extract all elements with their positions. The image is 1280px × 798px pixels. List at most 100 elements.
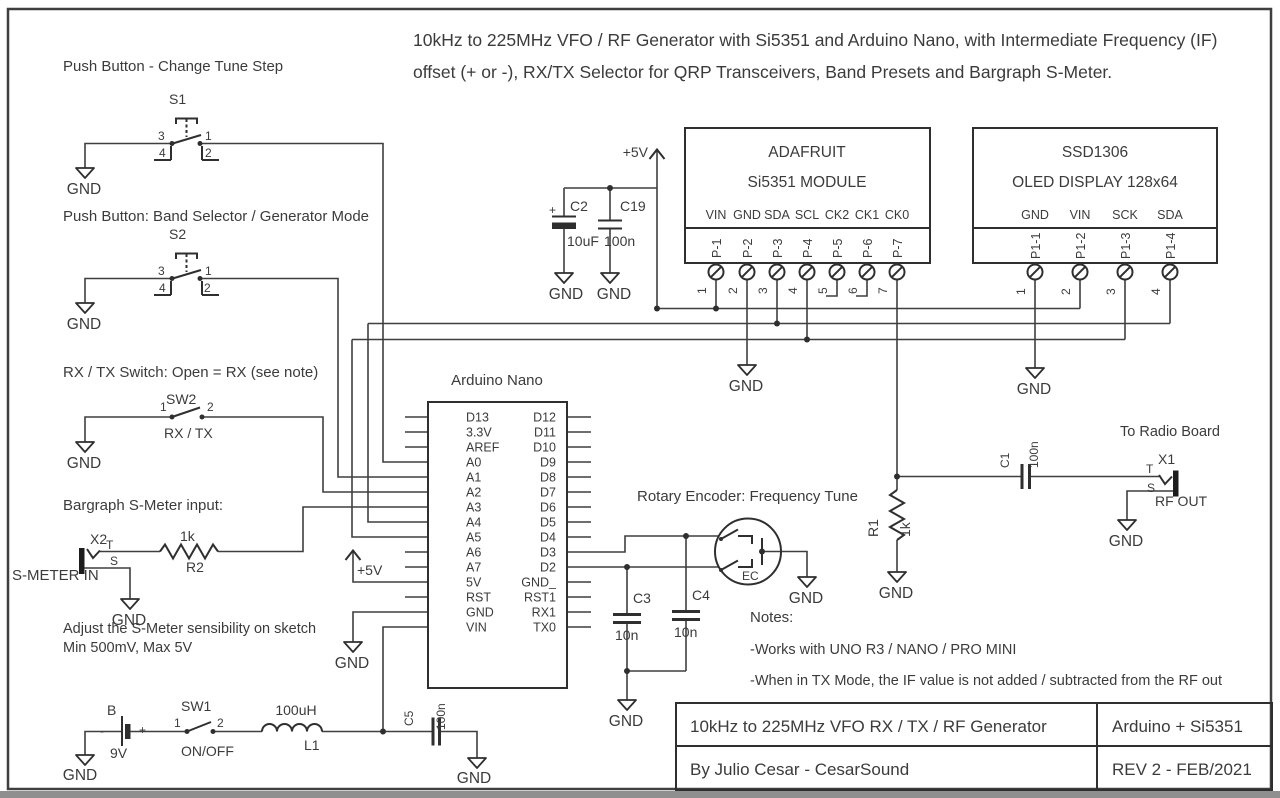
capacitor-icon <box>672 610 700 621</box>
svg-text:VIN: VIN <box>706 208 727 222</box>
screw-terminal-icon <box>738 263 756 281</box>
svg-text:D13: D13 <box>466 411 489 425</box>
c5-gnd-label: GND <box>457 770 491 787</box>
svg-text:5V: 5V <box>466 576 482 590</box>
r2-value: 1k <box>180 528 196 544</box>
svg-text:GND: GND <box>466 606 494 620</box>
title-block: 10kHz to 225MHz VFO RX / TX / RF Generat… <box>675 702 1273 791</box>
encoder-ref: EC <box>742 569 759 583</box>
rf-output: R1 1k GND C1 100n To Radio Board X1 T S … <box>865 424 1220 602</box>
x2-ref: X2 <box>90 531 107 547</box>
svg-text:P-3: P-3 <box>771 239 785 259</box>
title-block-title: 10kHz to 225MHz VFO RX / TX / RF Generat… <box>690 717 1047 736</box>
svg-text:D11: D11 <box>534 426 556 440</box>
x1-tip-label: T <box>1146 462 1154 476</box>
svg-text:RST: RST <box>466 591 491 605</box>
schematic-title-line2: offset (+ or -), RX/TX Selector for QRP … <box>413 62 1112 82</box>
svg-text:D5: D5 <box>540 516 556 530</box>
arduino-title: Arduino Nano <box>451 372 543 389</box>
wire-s1-a0 <box>201 142 428 463</box>
svg-text:SCL: SCL <box>795 208 819 222</box>
screw-terminal-icon <box>888 263 906 281</box>
screw-terminal-icon <box>707 263 725 281</box>
svg-text:A0: A0 <box>466 456 481 470</box>
wire-s1-gnd <box>84 142 171 168</box>
c19-gnd-label: GND <box>597 286 631 303</box>
si5351-terminal-numbers: 1 2 3 4 5 6 7 <box>695 287 890 294</box>
oled-body <box>972 127 1218 264</box>
title-block-revision: REV 2 - FEB/2021 <box>1112 760 1252 779</box>
s1-caption: Push Button - Change Tune Step <box>63 58 283 75</box>
r1-gnd-label: GND <box>879 585 913 602</box>
svg-text:5: 5 <box>816 287 830 294</box>
s1-ref: S1 <box>169 91 186 107</box>
si5351-module: ADAFRUIT Si5351 MODULE VIN GND SDA SCL C… <box>684 127 931 395</box>
svg-text:TX0: TX0 <box>533 621 556 635</box>
svg-text:4: 4 <box>786 287 800 294</box>
capacitor-icon <box>598 219 622 230</box>
jack-icon <box>79 548 85 574</box>
smeter-caption: Bargraph S-Meter input: <box>63 497 223 514</box>
s2-pin4: 4 <box>159 281 166 295</box>
title-block-author: By Julio Cesar - CesarSound <box>690 760 909 779</box>
svg-text:P-5: P-5 <box>831 239 845 259</box>
svg-text:D12: D12 <box>533 411 556 425</box>
s1-pin4: 4 <box>159 146 166 160</box>
sw1-label: ON/OFF <box>181 743 234 759</box>
svg-text:D9: D9 <box>540 456 556 470</box>
debounce-caps: C3 10n C4 10n GND <box>609 587 710 730</box>
svg-text:P1-1: P1-1 <box>1029 233 1043 259</box>
title-block-platform: Arduino + Si5351 <box>1112 717 1243 736</box>
screw-terminal-icon <box>768 263 786 281</box>
svg-text:GND: GND <box>1021 208 1049 222</box>
svg-text:D6: D6 <box>540 501 556 515</box>
wire-si-pin5-stub <box>826 279 838 297</box>
svg-text:D8: D8 <box>540 471 556 485</box>
screw-terminal-icon <box>1116 263 1134 281</box>
smeter-input: Bargraph S-Meter input: X2 T S S-METER I… <box>12 497 316 656</box>
jack-icon <box>1173 470 1179 497</box>
plus5v-arrow-icon <box>344 548 362 561</box>
svg-text:7: 7 <box>876 287 890 294</box>
svg-text:D4: D4 <box>540 531 556 545</box>
rotary-encoder: Rotary Encoder: Frequency Tune EC GND <box>637 488 858 607</box>
s2-pin2: 2 <box>204 281 211 295</box>
encoder-icon <box>714 517 782 586</box>
junction-dots <box>380 185 900 735</box>
wire-segments <box>84 142 1173 758</box>
schematic-title-line1: 10kHz to 225MHz VFO / RF Generator with … <box>413 30 1217 50</box>
battery-minus: - <box>100 724 104 738</box>
svg-text:2: 2 <box>726 287 740 294</box>
svg-text:RX1: RX1 <box>532 606 556 620</box>
wire-arduino-gnd <box>352 611 428 642</box>
screw-terminal-icon <box>1026 263 1044 281</box>
screw-terminal-icon <box>798 263 816 281</box>
svg-text:A5: A5 <box>466 531 481 545</box>
svg-text:6: 6 <box>846 287 860 294</box>
resistor-icon <box>159 542 219 561</box>
r1-ref: R1 <box>865 519 881 537</box>
arduino-right-pin-labels: D12 D11 D10 D9 D8 D7 D6 D5 D4 D3 D2 GND_… <box>521 411 557 635</box>
s2-pin1: 1 <box>205 264 212 278</box>
sw2-ref: SW2 <box>166 391 197 407</box>
svg-text:A2: A2 <box>466 486 481 500</box>
svg-text:P1-2: P1-2 <box>1074 233 1088 259</box>
battery-plus: + <box>139 723 146 737</box>
bottom-edge-strip <box>0 791 1280 798</box>
arduino-gnd-label: GND <box>335 655 369 672</box>
svg-text:VIN: VIN <box>1070 208 1091 222</box>
svg-text:3.3V: 3.3V <box>466 426 492 440</box>
svg-text:P-2: P-2 <box>741 239 755 259</box>
wire-sw2-gnd <box>84 416 172 442</box>
screw-terminal-icon <box>1161 263 1179 281</box>
arduino-5v-flag: +5V <box>357 562 383 578</box>
c19-ref: C19 <box>620 198 646 214</box>
svg-text:2: 2 <box>1059 288 1073 295</box>
c1-value: 100n <box>1027 441 1041 468</box>
battery-value: 9V <box>110 745 128 761</box>
svg-text:GND: GND <box>733 208 761 222</box>
r2-ref: R2 <box>186 559 204 575</box>
oled-gnd-label: GND <box>1017 381 1051 398</box>
wire-c3-c4-gnd <box>626 670 686 700</box>
